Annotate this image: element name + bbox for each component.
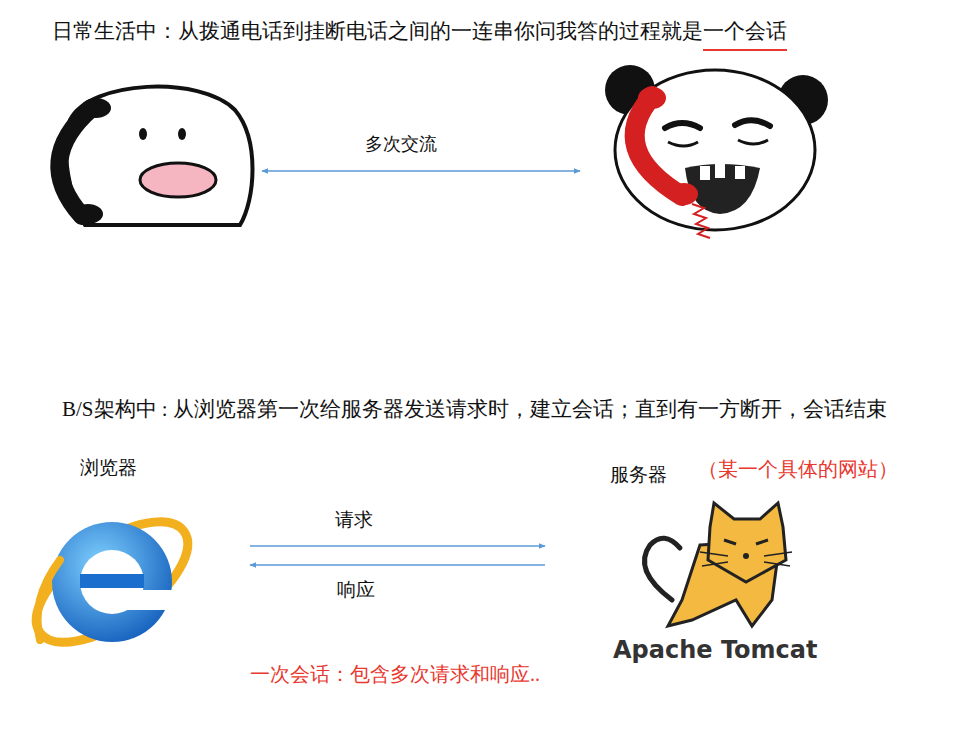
exchange-arrow: [262, 171, 580, 172]
caller-cartoon: [81, 98, 111, 118]
tomcat-logo: [644, 503, 792, 626]
logo-text: Apache Tomcat: [613, 635, 817, 665]
tomcat-logo: [724, 540, 768, 544]
panda-cartoon: [715, 164, 725, 178]
panda-cartoon: [738, 140, 768, 144]
panda-cartoon: [665, 123, 700, 128]
node-heading: 浏览器: [80, 456, 137, 480]
ie-browser-icon: [80, 574, 144, 588]
caller-cartoon: [73, 204, 103, 224]
caller-cartoon: [140, 163, 216, 197]
server-node: 服务器 （某一个具体的网站） Apache Tomcat: [545, 455, 910, 670]
connector-arrow: [250, 564, 545, 566]
caller-cartoon: [178, 128, 186, 140]
intro-text: 日常生活中：从拨通电话到挂断电话之间的一连串你问我答的过程就是: [52, 18, 703, 44]
caller-cartoon: [66, 87, 253, 225]
caller-cartoon: [59, 108, 92, 216]
panda-cartoon: [735, 166, 745, 179]
tomcat-logo: [700, 552, 792, 566]
panda-cartoon: [635, 96, 682, 196]
session-note: 一次会话：包含多次请求和响应..: [250, 662, 540, 687]
annotation: （某一个具体的网站）: [698, 457, 898, 482]
panda-cartoon: [605, 65, 828, 238]
ie-browser-icon: [17, 499, 207, 665]
panda-cartoon: [615, 70, 815, 230]
panda-cartoon: [700, 166, 710, 180]
panda-cartoon: [670, 183, 698, 205]
browser-node: 浏览器: [20, 452, 250, 667]
panda-cartoon: [735, 120, 770, 126]
exchange-arrow: [262, 170, 580, 172]
ie-browser-icon: [112, 590, 174, 610]
underlined-term: 一个会话: [703, 18, 787, 51]
ie-browser-icon: [52, 522, 172, 642]
tomcat-logo: [743, 553, 749, 559]
edge-label: 响应: [337, 578, 375, 602]
node-heading: 服务器: [610, 463, 667, 487]
arrow-label: 多次交流: [365, 133, 437, 156]
connector-arrow: [250, 545, 545, 547]
tomcat-logo: [644, 538, 680, 600]
tomcat-logo: [708, 503, 786, 582]
ie-browser-icon: [38, 560, 61, 640]
ie-browser-icon: [17, 499, 207, 665]
panda-cartoon: [692, 204, 710, 238]
caller-cartoon: [139, 128, 147, 140]
edge-label: 请求: [335, 508, 373, 532]
caller-cartoon: [59, 87, 252, 225]
bs-description: B/S架构中 : 从浏览器第一次给服务器发送请求时，建立会话；直到有一方断开，会…: [62, 396, 887, 422]
panda-cartoon: [638, 87, 666, 109]
panda-cartoon: [668, 142, 698, 146]
